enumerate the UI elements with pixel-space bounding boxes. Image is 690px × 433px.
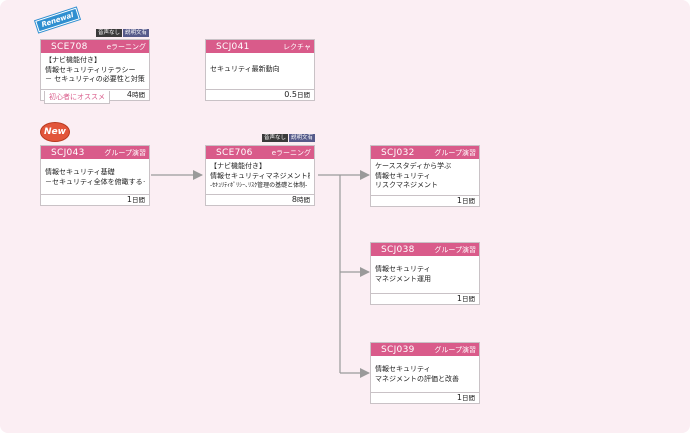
new-badge: New bbox=[40, 122, 70, 142]
explanation-tag: 説明文有 bbox=[123, 29, 150, 37]
course-title-line: －セキュリティ全体を俯瞰する－ bbox=[45, 177, 145, 186]
course-title-line: 情報セキュリティ bbox=[375, 265, 431, 273]
course-title-line: 情報セキュリティリテラシー bbox=[45, 65, 136, 74]
course-title-line: 情報セキュリティ基礎 bbox=[45, 168, 115, 176]
course-title-line: リスクマネジメント bbox=[375, 181, 438, 189]
course-scj041[interactable]: SCJ041 レクチャ セキュリティ最新動向 0.5日間 bbox=[205, 39, 315, 101]
course-type: eラーニング bbox=[271, 148, 311, 157]
no-audio-tag: 音声なし bbox=[262, 134, 289, 142]
course-title-line: 情報セキュリティマネジメント概説 bbox=[210, 171, 310, 180]
course-sce706[interactable]: SCE706 eラーニング 【ナビ機能付き】 情報セキュリティマネジメント概説 -… bbox=[205, 145, 315, 206]
course-code: SCJ041 bbox=[216, 41, 250, 52]
course-title-line: － セキュリティの必要性と対策－ bbox=[45, 75, 145, 83]
course-code: SCJ039 bbox=[381, 344, 415, 355]
course-type: グループ演習 bbox=[434, 148, 476, 157]
course-type: グループ演習 bbox=[434, 345, 476, 354]
sce706-tags: 音声なし 説明文有 bbox=[262, 134, 316, 142]
course-duration: 1日間 bbox=[126, 195, 145, 204]
course-scj032[interactable]: SCJ032 グループ演習 ケーススタディから学ぶ 情報セキュリティ リスクマネジ… bbox=[370, 145, 480, 207]
course-code: SCE706 bbox=[216, 147, 253, 158]
course-type: グループ演習 bbox=[104, 148, 146, 157]
course-title-line: マネジメントの評価と改善 bbox=[375, 374, 459, 383]
course-sce708[interactable]: SCE708 eラーニング 【ナビ機能付き】 情報セキュリティリテラシー － セキ… bbox=[40, 39, 150, 101]
sce708-tags: 音声なし 説明文有 bbox=[96, 29, 150, 37]
course-title-line: -ｾｷｭﾘﾃｨﾎﾟﾘｼｰ､ﾘｽｸ管理の基礎と体制- bbox=[210, 182, 308, 189]
course-duration: 4時間 bbox=[126, 90, 145, 99]
course-duration: 1日間 bbox=[456, 294, 475, 303]
course-scj039[interactable]: SCJ039 グループ演習 情報セキュリティ マネジメントの評価と改善 1日間 bbox=[370, 342, 480, 404]
course-title-line: セキュリティ最新動向 bbox=[210, 65, 280, 73]
course-duration: 1日間 bbox=[456, 196, 475, 205]
course-code: SCJ038 bbox=[381, 244, 415, 255]
course-title-line: ケーススタディから学ぶ bbox=[375, 162, 452, 170]
no-audio-tag: 音声なし bbox=[96, 29, 123, 37]
explanation-tag: 説明文有 bbox=[289, 134, 316, 142]
course-type: レクチャ bbox=[283, 42, 311, 51]
course-title-line: マネジメント運用 bbox=[375, 274, 431, 283]
course-code: SCE708 bbox=[51, 41, 88, 52]
course-type: eラーニング bbox=[106, 42, 146, 51]
course-title-line: 【ナビ機能付き】 bbox=[210, 162, 266, 170]
course-scj038[interactable]: SCJ038 グループ演習 情報セキュリティ マネジメント運用 1日間 bbox=[370, 242, 480, 305]
course-duration: 1日間 bbox=[456, 393, 475, 402]
course-title-line: 情報セキュリティ bbox=[375, 171, 431, 180]
course-code: SCJ032 bbox=[381, 147, 415, 158]
recommend-tab: 初心者にオススメ bbox=[44, 91, 110, 104]
course-code: SCJ043 bbox=[51, 147, 85, 158]
course-title-line: 情報セキュリティ bbox=[375, 365, 431, 373]
course-type: グループ演習 bbox=[434, 245, 476, 254]
course-duration: 0.5日間 bbox=[284, 90, 310, 99]
course-duration: 8時間 bbox=[291, 195, 310, 204]
course-title-line: 【ナビ機能付き】 bbox=[45, 56, 101, 64]
